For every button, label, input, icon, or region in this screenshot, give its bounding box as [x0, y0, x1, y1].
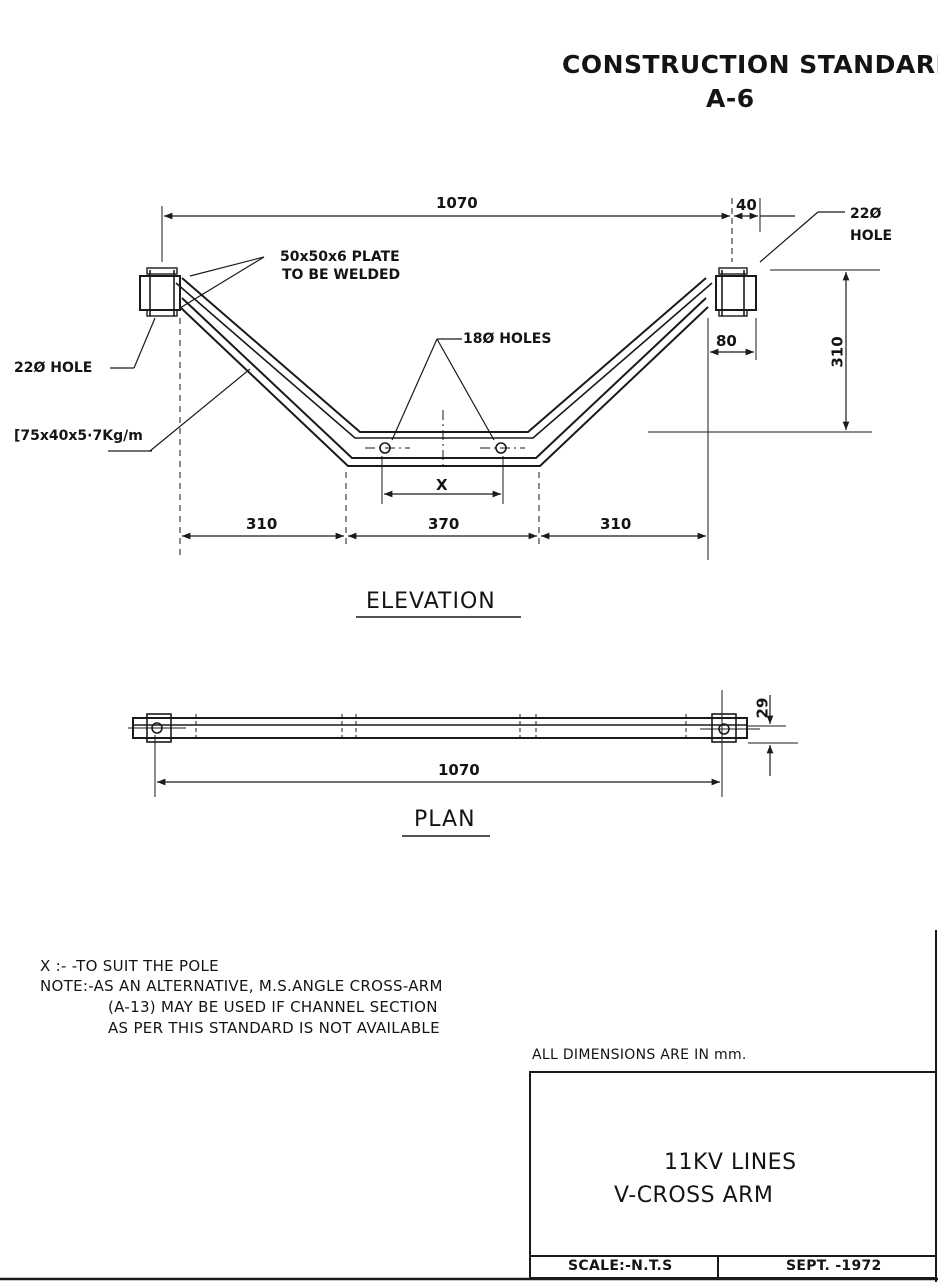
channel-outer-line [179, 306, 709, 467]
channel-inner-line [181, 297, 707, 459]
scale-cell: SCALE:-N.T.S [568, 1258, 673, 1274]
channel-spec-label: [75x40x5·7Kg/m [14, 428, 143, 444]
elevation-length-label: 1070 [436, 194, 478, 212]
segment-mid-label: 370 [428, 515, 460, 533]
elevation-title: ELEVATION [366, 589, 496, 614]
header-line1: CONSTRUCTION STANDARD [562, 50, 938, 79]
title-line-2: V-CROSS ARM [614, 1183, 774, 1208]
holes-label: 18Ø HOLES [463, 331, 552, 347]
end-width-label: 80 [716, 332, 737, 350]
channel-top-outer [181, 277, 707, 433]
plan-length-label: 1070 [438, 761, 480, 779]
plan-view [128, 690, 798, 837]
elevation-view [108, 198, 880, 618]
channel-top-inner [175, 282, 713, 439]
x-dimension-label: X [436, 476, 448, 494]
plate-label-2: TO BE WELDED [282, 267, 401, 283]
segment-left-label: 310 [246, 515, 278, 533]
plan-depth-label: 29 [753, 697, 772, 719]
plate-label-1: 50x50x6 PLATE [280, 249, 400, 265]
height-label: 310 [828, 336, 847, 368]
top-hole-label: 22Ø [850, 206, 882, 222]
title-block-frame [0, 930, 938, 1282]
segment-right-label: 310 [600, 515, 632, 533]
note-line-1: NOTE:-AS AN ALTERNATIVE, M.S.ANGLE CROSS… [40, 977, 443, 995]
note-line-2: (A-13) MAY BE USED IF CHANNEL SECTION [108, 998, 438, 1016]
plan-title: PLAN [414, 807, 476, 832]
note-line-3: AS PER THIS STANDARD IS NOT AVAILABLE [108, 1019, 440, 1037]
units-note: ALL DIMENSIONS ARE IN mm. [532, 1047, 747, 1063]
left-hole-label: 22Ø HOLE [14, 360, 93, 376]
plan-channel [132, 717, 748, 739]
header-line2: A-6 [706, 84, 755, 113]
date-cell: SEPT. -1972 [786, 1258, 882, 1274]
title-line-1: 11KV LINES [664, 1150, 797, 1175]
top-hole-label-b: HOLE [850, 228, 893, 244]
end-offset-label: 40 [736, 196, 757, 214]
note-x: X :- -TO SUIT THE POLE [40, 957, 219, 975]
